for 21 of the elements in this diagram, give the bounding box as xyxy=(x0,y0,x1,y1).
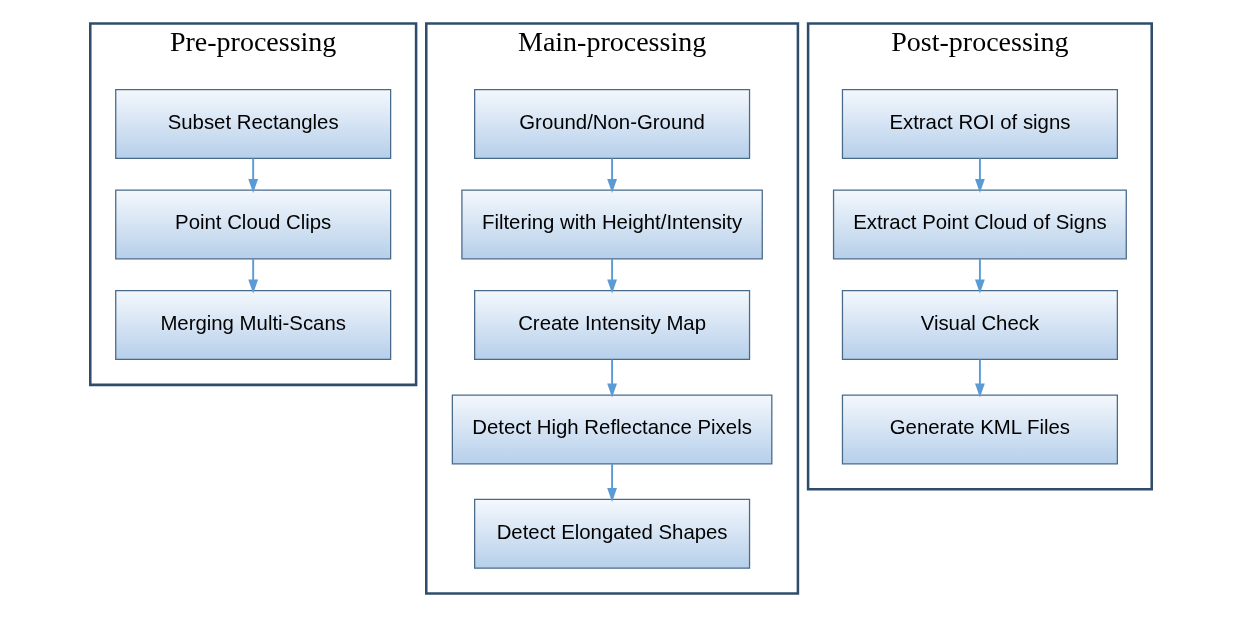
arrow xyxy=(606,463,617,502)
node-box: Merging Multi-Scans xyxy=(114,290,391,361)
arrow xyxy=(247,157,258,193)
node-box: Create Intensity Map xyxy=(473,290,750,361)
arrow xyxy=(247,258,258,294)
node-box: Subset Rectangles xyxy=(114,88,391,159)
node-box: Ground/Non-Ground xyxy=(473,88,750,159)
node-box: Generate KML Files xyxy=(841,394,1118,465)
arrow xyxy=(606,157,617,193)
arrow xyxy=(974,358,985,398)
arrow xyxy=(974,157,985,193)
node-box: Detect High Reflectance Pixels xyxy=(451,394,772,465)
node-box: Extract Point Cloud of Signs xyxy=(832,189,1127,260)
node-box: Filtering with Height/Intensity xyxy=(460,189,763,260)
node-box: Detect Elongated Shapes xyxy=(473,498,750,569)
arrow xyxy=(606,258,617,294)
node-box: Point Cloud Clips xyxy=(114,189,391,260)
node-box: Visual Check xyxy=(841,290,1118,361)
node-box: Extract ROI of signs xyxy=(841,88,1118,159)
arrow xyxy=(974,258,985,294)
arrow xyxy=(606,358,617,398)
